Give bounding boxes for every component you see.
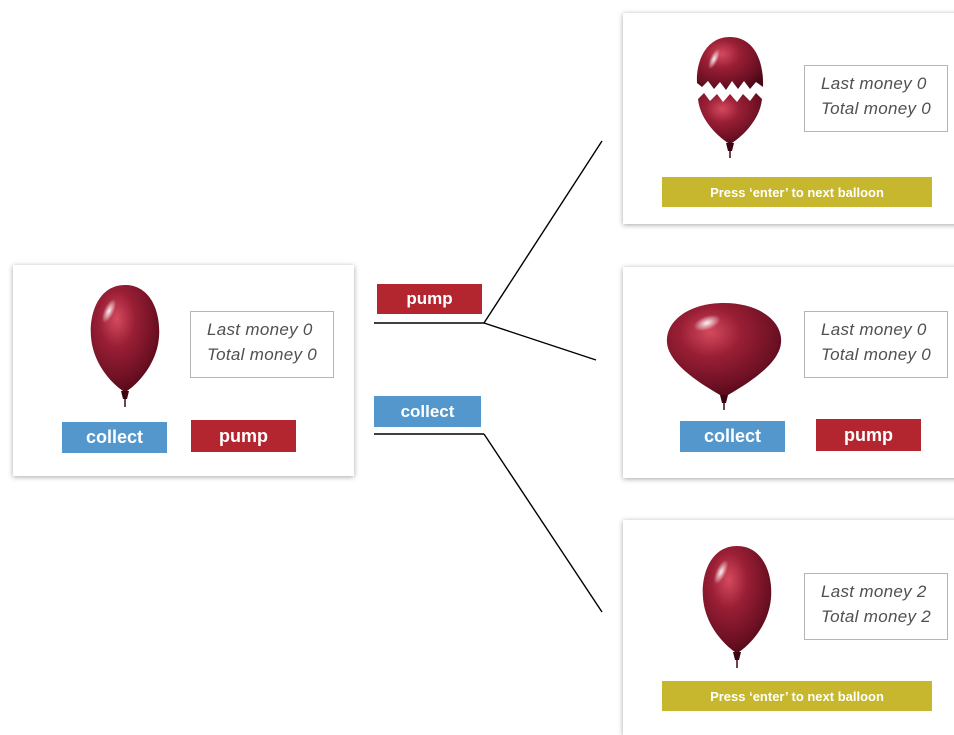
balloon-icon — [90, 285, 160, 407]
pump-connector-to-pumped — [483, 322, 597, 361]
total-money: Total money 0 — [821, 345, 932, 364]
start-panel: Last money 0 Total money 0 collect pump — [13, 265, 354, 476]
burst-outcome-panel: Last money 0 Total money 0 Press ‘enter’… — [623, 13, 954, 224]
collect-button[interactable]: collect — [680, 421, 785, 452]
pump-button[interactable]: pump — [816, 419, 921, 451]
pump-button[interactable]: pump — [191, 420, 296, 452]
pumped-outcome-panel: Last money 0 Total money 0 collect pump — [623, 267, 954, 478]
last-money: Last money 0 — [821, 74, 927, 93]
money-display: Last money 0 Total money 0 — [190, 311, 334, 378]
collect-transition-label: collect — [374, 396, 481, 427]
last-money: Last money 0 — [821, 320, 927, 339]
burst-balloon-icon — [696, 37, 764, 158]
total-money: Total money 0 — [821, 99, 932, 118]
last-money: Last money 0 — [207, 320, 313, 339]
last-money: Last money 2 — [821, 582, 927, 601]
next-balloon-button[interactable]: Press ‘enter’ to next balloon — [662, 177, 932, 207]
balloon-icon — [702, 546, 772, 668]
money-display: Last money 2 Total money 2 — [804, 573, 948, 640]
pump-connector-to-burst — [483, 140, 603, 324]
collected-outcome-panel: Last money 2 Total money 2 Press ‘enter’… — [623, 520, 954, 735]
inflated-balloon-icon — [666, 303, 782, 410]
next-balloon-button[interactable]: Press ‘enter’ to next balloon — [662, 681, 932, 711]
collect-connector-to-collected — [483, 433, 603, 613]
collect-button[interactable]: collect — [62, 422, 167, 453]
total-money: Total money 2 — [821, 607, 932, 626]
pump-transition-label: pump — [377, 284, 482, 314]
money-display: Last money 0 Total money 0 — [804, 65, 948, 132]
money-display: Last money 0 Total money 0 — [804, 311, 948, 378]
total-money: Total money 0 — [207, 345, 318, 364]
